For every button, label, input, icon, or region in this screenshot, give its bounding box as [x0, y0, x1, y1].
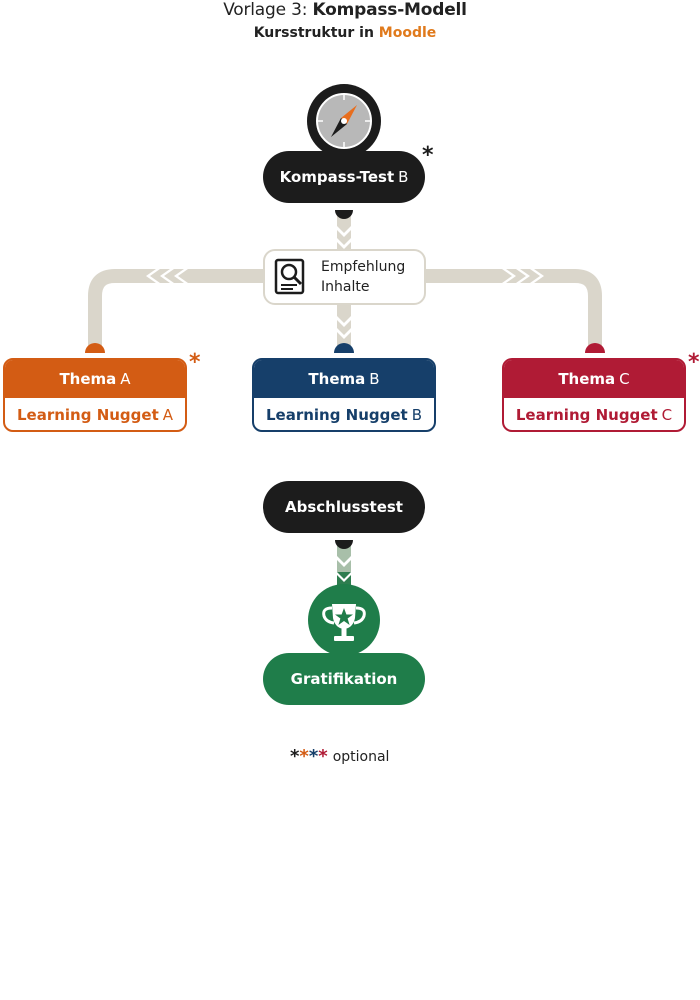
search-document-icon: [274, 258, 305, 295]
connector-cap-bottom: [335, 540, 353, 549]
topic-a-star: *: [189, 350, 201, 375]
trophy-icon: [308, 584, 380, 656]
recommendation-text: Empfehlung Inhalte: [321, 257, 405, 297]
recommendation-box: Empfehlung Inhalte: [263, 249, 426, 305]
legend: * * * * optional: [290, 746, 389, 767]
compass-test-variant: B: [398, 168, 409, 186]
legend-star-dark: *: [290, 746, 300, 767]
topic-title-b: Thema: [308, 370, 366, 388]
reward-pill: Gratifikation: [263, 653, 425, 705]
topic-card-c: Thema C Learning Nugget C: [502, 358, 686, 432]
topic-title-c: Thema: [558, 370, 616, 388]
legend-star-orange: *: [299, 746, 309, 767]
compass-test-label: Kompass-Test: [279, 168, 395, 186]
nugget-label-a: Learning Nugget: [16, 406, 159, 424]
topic-title-a: Thema: [59, 370, 117, 388]
topic-letter-c: C: [619, 370, 630, 388]
topic-letter-a: A: [120, 370, 131, 388]
page-title: Vorlage 3: Kompass-Modell: [0, 0, 690, 20]
title-prefix: Vorlage 3:: [223, 0, 308, 20]
topic-header-a: Thema A: [5, 360, 185, 398]
nugget-letter-b: B: [411, 406, 423, 424]
topic-header-c: Thema C: [504, 360, 684, 398]
nugget-c: Learning Nugget C: [504, 398, 684, 430]
title-main: Kompass-Modell: [312, 0, 467, 20]
recommendation-line1: Empfehlung: [321, 259, 406, 275]
connector-cap-b: [334, 343, 354, 353]
nugget-a: Learning Nugget A: [5, 398, 185, 430]
nugget-b: Learning Nugget B: [254, 398, 434, 430]
connector-cap-a: [85, 343, 105, 353]
final-test-label: Abschlusstest: [285, 498, 403, 516]
nugget-letter-c: C: [661, 406, 673, 424]
reward-label: Gratifikation: [290, 670, 398, 688]
compass-test-star: *: [422, 143, 434, 168]
nugget-letter-a: A: [162, 406, 174, 424]
legend-star-red: *: [318, 746, 328, 767]
topic-card-a: Thema A Learning Nugget A: [3, 358, 187, 432]
nugget-label-b: Learning Nugget: [265, 406, 408, 424]
compass-test-pill: Kompass-Test B: [263, 151, 425, 203]
nugget-label-c: Learning Nugget: [515, 406, 658, 424]
topic-letter-b: B: [369, 370, 380, 388]
topic-header-b: Thema B: [254, 360, 434, 398]
right-arrows: [502, 269, 544, 283]
topic-card-b: Thema B Learning Nugget B: [252, 358, 436, 432]
legend-star-blue: *: [308, 746, 319, 767]
legend-label: optional: [332, 748, 390, 765]
vertical-connector-top: [337, 214, 351, 250]
final-test-pill: Abschlusstest: [263, 481, 425, 533]
recommendation-line2: Inhalte: [321, 279, 370, 295]
page-subtitle: Kursstruktur in Moodle: [0, 25, 690, 41]
subtitle-prefix: Kursstruktur in: [253, 25, 374, 41]
subtitle-accent: Moodle: [378, 25, 437, 41]
connector-cap-top: [335, 210, 353, 219]
topic-c-star: *: [688, 350, 700, 375]
connector-cap-c: [585, 343, 605, 353]
left-arrows: [146, 269, 188, 283]
compass-icon: [307, 84, 381, 158]
